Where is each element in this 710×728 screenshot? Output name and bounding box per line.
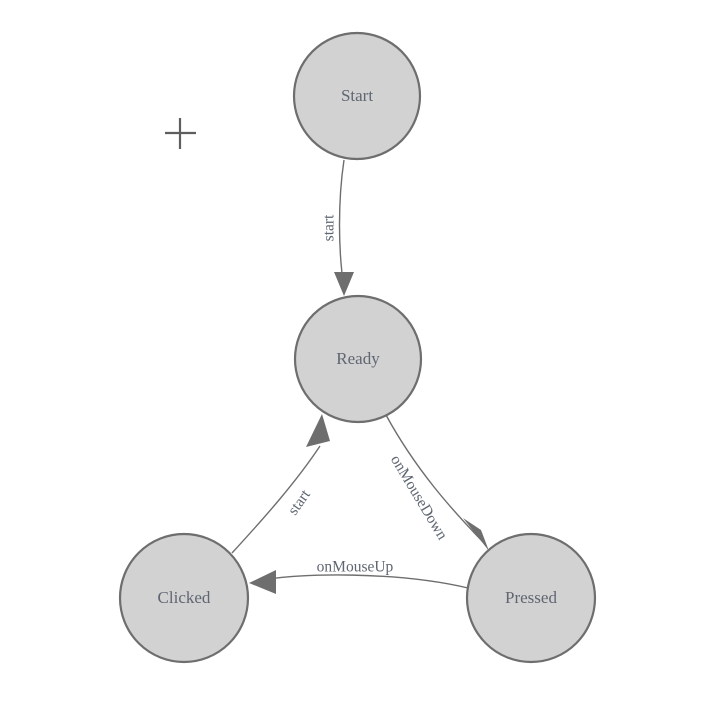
state-node-start-label: Start	[341, 86, 373, 105]
arrow-head-clicked-ready	[306, 414, 330, 447]
edge-label-clicked-ready: start	[285, 486, 315, 518]
state-node-clicked[interactable]: Clicked	[118, 532, 250, 664]
state-node-pressed-label: Pressed	[505, 588, 557, 607]
state-node-ready-circle	[293, 294, 423, 424]
state-node-pressed[interactable]: Pressed	[465, 532, 597, 664]
edge-start-to-ready[interactable]: start	[321, 159, 354, 296]
state-node-ready-label: Ready	[336, 349, 380, 368]
edge-label-start-ready: start	[321, 214, 338, 241]
arrow-head-pressed-clicked	[249, 570, 276, 594]
edge-path-start-ready	[338, 159, 345, 289]
state-node-clicked-label: Clicked	[158, 588, 211, 607]
edge-clicked-to-ready[interactable]: start	[231, 414, 330, 554]
edge-label-pressed-clicked: onMouseUp	[317, 559, 394, 576]
edge-path-pressed-clicked	[257, 574, 469, 589]
plus-marker-icon	[165, 118, 196, 149]
edge-ready-to-pressed[interactable]: onMouseDown	[385, 414, 489, 551]
state-node-clicked-circle	[118, 532, 250, 664]
arrow-head-start-ready	[334, 272, 354, 296]
arrow-head-ready-pressed	[463, 518, 489, 551]
state-node-pressed-circle	[465, 532, 597, 664]
state-node-start-circle	[292, 31, 422, 161]
edge-pressed-to-clicked[interactable]: onMouseUp	[249, 559, 469, 594]
state-node-start[interactable]: Start	[292, 31, 422, 161]
edge-path-ready-pressed	[385, 414, 485, 544]
state-node-ready[interactable]: Ready	[293, 294, 423, 424]
edge-path-clicked-ready	[231, 445, 321, 554]
